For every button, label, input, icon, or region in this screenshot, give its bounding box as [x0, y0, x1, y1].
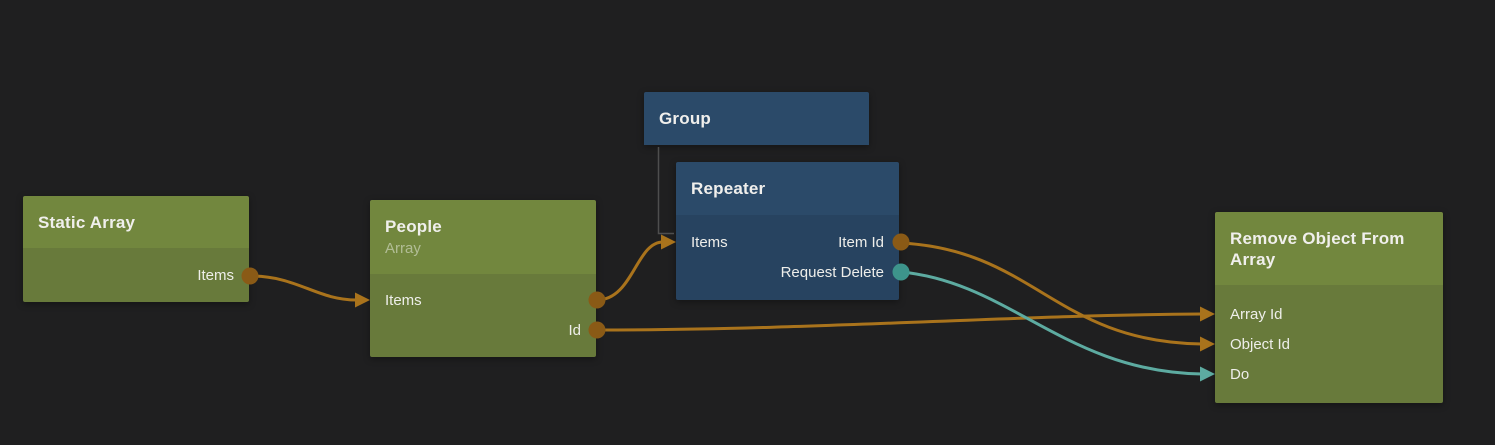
port-items-inout[interactable]: Items — [370, 285, 596, 315]
node-remove-object-from-array[interactable]: Remove Object From Array Array Id Object… — [1215, 212, 1443, 403]
node-title: Repeater — [691, 179, 766, 198]
wire-people-items-to-repeater-items[interactable] — [596, 240, 664, 302]
port-array-id-input[interactable]: Array Id — [1215, 299, 1443, 329]
port-items-output[interactable]: Items — [23, 260, 249, 290]
input-port-arrow-remove-array-id[interactable] — [1200, 306, 1215, 322]
port-label: Do — [1230, 365, 1250, 383]
node-static-array[interactable]: Static Array Items — [23, 196, 249, 302]
node-title: Group — [659, 109, 711, 128]
input-port-arrow-repeater-items[interactable] — [661, 234, 676, 250]
node-repeater[interactable]: Repeater Items Item Id Request Delete — [676, 162, 899, 300]
port-label: Request Delete — [780, 263, 884, 281]
port-object-id-input[interactable]: Object Id — [1215, 329, 1443, 359]
node-remove-header[interactable]: Remove Object From Array — [1215, 212, 1443, 285]
wire-repeater-request-delete-to-remove-do[interactable] — [900, 270, 1203, 376]
port-id-output[interactable]: Id — [370, 315, 596, 345]
node-people-body: Items Id — [370, 274, 596, 357]
port-item-id-output[interactable]: Item Id — [838, 233, 884, 251]
node-people-header[interactable]: People Array — [370, 200, 596, 274]
port-label: Object Id — [1230, 335, 1291, 353]
wire-people-id-to-remove-array-id[interactable] — [596, 312, 1203, 332]
input-port-arrow-people-items[interactable] — [355, 292, 370, 308]
node-title: Remove Object From Array — [1230, 228, 1405, 269]
node-group[interactable]: Group — [644, 92, 869, 145]
wire-repeater-itemid-to-remove-object-id[interactable] — [900, 241, 1203, 346]
port-label: Items — [197, 266, 234, 284]
node-people[interactable]: People Array Items Id — [370, 200, 596, 357]
node-title: People — [385, 217, 442, 236]
node-remove-body: Array Id Object Id Do — [1215, 285, 1443, 403]
node-repeater-body: Items Item Id Request Delete — [676, 215, 899, 300]
node-title: Static Array — [38, 212, 136, 232]
input-port-arrow-remove-object-id[interactable] — [1200, 336, 1215, 352]
port-row-items-itemid[interactable]: Items Item Id — [676, 227, 899, 257]
port-do-input[interactable]: Do — [1215, 359, 1443, 389]
node-group-header[interactable]: Group — [644, 92, 869, 145]
group-child-connector-line — [657, 147, 674, 235]
port-label: Id — [568, 321, 581, 339]
wire-static-items-to-people-items[interactable] — [249, 274, 358, 302]
node-subtitle: Array — [385, 240, 421, 257]
port-items-input[interactable]: Items — [691, 233, 728, 251]
node-static-array-header[interactable]: Static Array — [23, 196, 249, 248]
node-repeater-header[interactable]: Repeater — [676, 162, 899, 215]
port-label: Items — [385, 291, 422, 309]
input-port-arrow-remove-do[interactable] — [1200, 366, 1215, 382]
node-static-array-body: Items — [23, 248, 249, 302]
port-request-delete-output[interactable]: Request Delete — [676, 257, 899, 287]
port-label: Array Id — [1230, 305, 1283, 323]
